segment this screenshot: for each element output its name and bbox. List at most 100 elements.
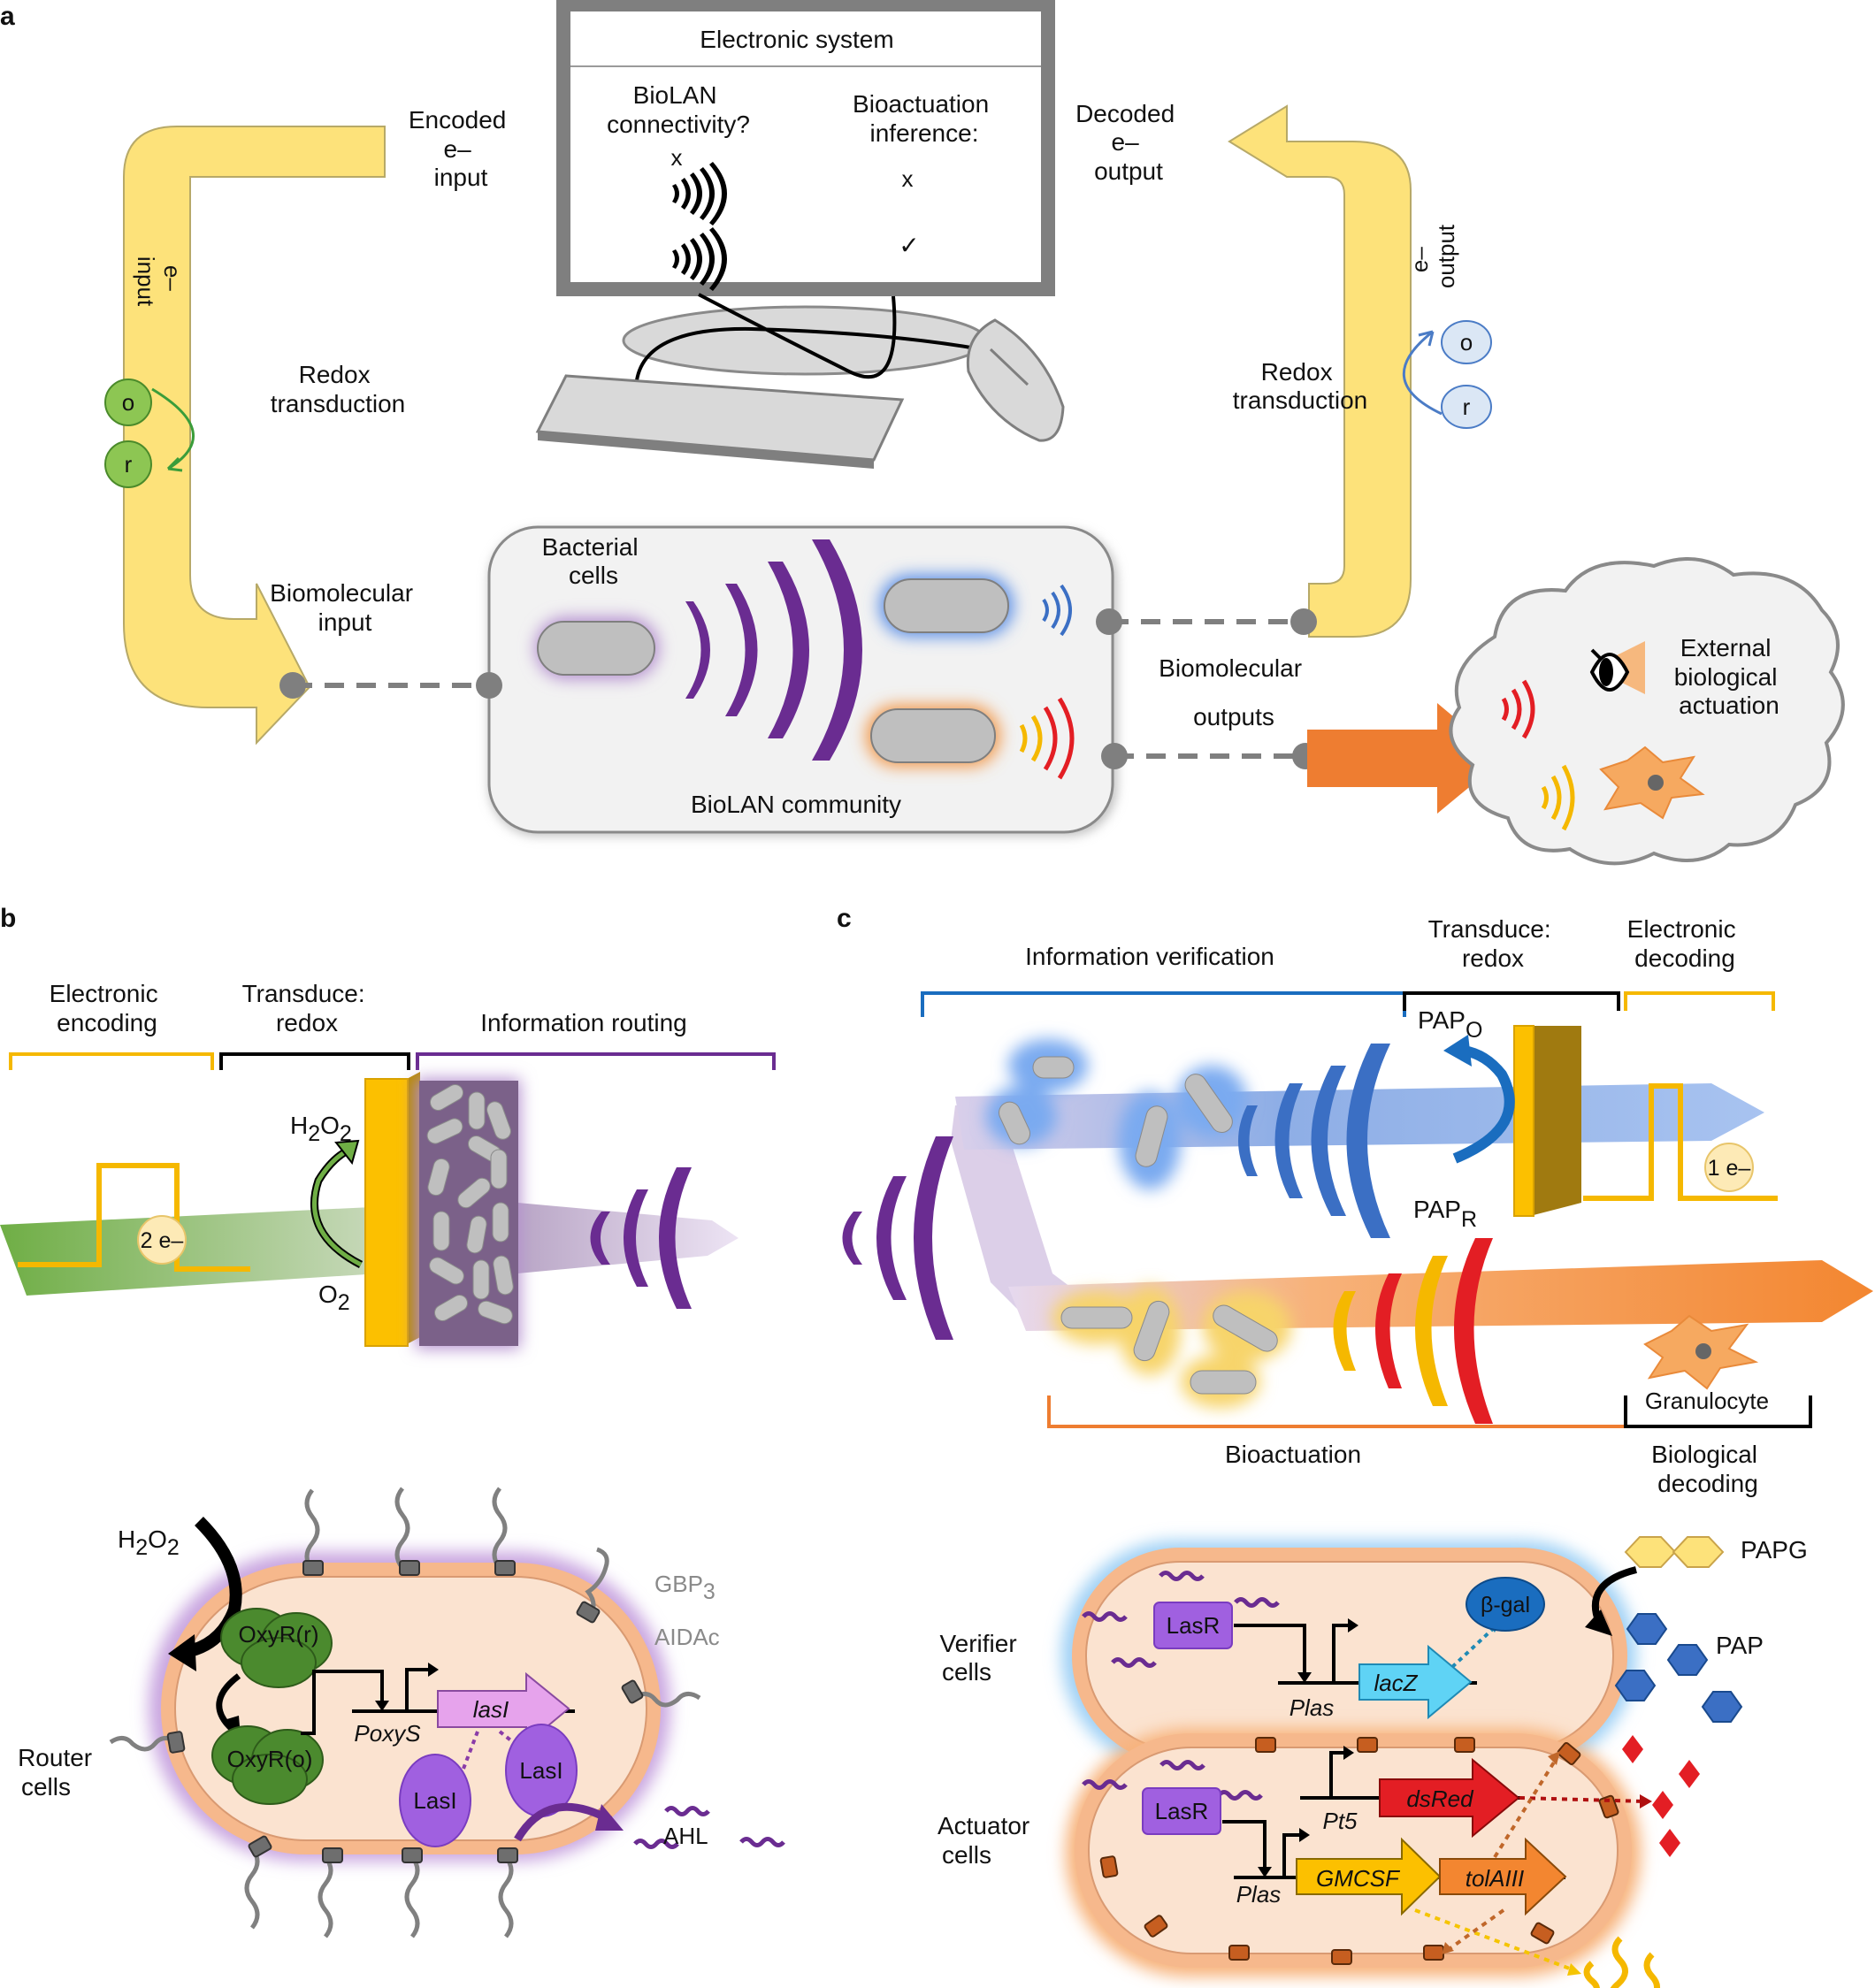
granulocyte-icon-a xyxy=(1599,746,1705,820)
gmcsf-protein xyxy=(1583,1936,1660,1988)
row-check: ✓ xyxy=(899,232,919,259)
plas-label-actuator: Plas xyxy=(1236,1881,1282,1908)
purple-split-beam xyxy=(951,1105,1088,1327)
actuator-cells-top xyxy=(1052,1287,1291,1408)
row-x-left: x xyxy=(671,144,683,171)
papg-molecule xyxy=(1624,1536,1725,1568)
lasi-protein-left xyxy=(399,1754,471,1847)
wireless-icon xyxy=(672,227,727,291)
pap-molecules xyxy=(1614,1613,1743,1723)
tolaiii-export xyxy=(1493,1756,1558,1859)
lasr-box-actuator xyxy=(1142,1787,1221,1835)
redox-transduction-right: Redox transduction xyxy=(1233,358,1368,414)
electronic-decoding-label: Electronic decoding xyxy=(1627,915,1743,972)
e-output-vertical-label: e– output xyxy=(1406,224,1459,288)
pt5-label: Pt5 xyxy=(1322,1808,1358,1834)
purple-signal-waves xyxy=(685,539,862,761)
e-input-arrow xyxy=(123,126,386,746)
lasi-protein-label-right: LasI xyxy=(519,1757,562,1784)
purple-waves-c xyxy=(842,1136,953,1340)
square-pulse-2e xyxy=(18,1163,250,1272)
ahl-label: AHL xyxy=(663,1823,708,1849)
beta-gal-label: β-gal xyxy=(1481,1593,1530,1617)
lasr-label-actuator: LasR xyxy=(1155,1798,1209,1824)
decoded-output-label: Decoded e– output xyxy=(1075,100,1182,185)
dsred-gene xyxy=(1379,1757,1520,1839)
actuator-cells-label: Actuator cells xyxy=(938,1812,1037,1869)
biomolecular-input-label: Biomolecular input xyxy=(270,579,420,636)
keyboard-edge xyxy=(538,432,874,469)
biofilm-cells xyxy=(426,1084,514,1325)
beta-gal-enzyme xyxy=(1466,1577,1545,1632)
biological-decoding-label: Biological decoding xyxy=(1651,1441,1764,1497)
pap-redox-arrow xyxy=(1443,1035,1515,1164)
granulocyte-label: Granulocyte xyxy=(1645,1388,1769,1414)
bracket-verification xyxy=(921,991,1406,1017)
membrane-anchors xyxy=(166,1560,644,1863)
biolan-community-label: BioLAN community xyxy=(691,791,901,818)
tolaiii-gene xyxy=(1439,1837,1567,1916)
h2o2-label-b: H2O2 xyxy=(290,1112,352,1146)
papg-label: PAPG xyxy=(1741,1536,1808,1564)
green-beam xyxy=(0,1207,380,1296)
two-e-label: 2 e– xyxy=(141,1228,184,1253)
oxyr-r-label: OxyR(r) xyxy=(239,1621,319,1648)
bracket-transduce xyxy=(219,1052,410,1070)
mouse-cable xyxy=(635,326,983,381)
lasr-label-verifier: LasR xyxy=(1167,1612,1221,1639)
bracket-decoding xyxy=(1624,991,1775,1011)
gmcsf-gene xyxy=(1296,1837,1442,1916)
router-cell-diagram: GBP3 AIDAc H2O2 OxyR(r) OxyR(o) xyxy=(18,1487,785,1938)
verifier-actuator-diagram: Verifier cells Actuator cells LasR Plas … xyxy=(938,1536,1808,1988)
electrode-b xyxy=(364,1078,409,1347)
redox-r-right: r xyxy=(1463,394,1471,420)
plas-label-verifier: Plas xyxy=(1290,1694,1335,1721)
electron-2e-badge xyxy=(137,1215,187,1265)
information-routing-label: Information routing xyxy=(480,1009,686,1036)
bracket-biological-decoding xyxy=(1624,1395,1812,1428)
panel-c: Information verification Transduce: redo… xyxy=(842,915,1873,1497)
tolaiii-label: tolAIII xyxy=(1466,1865,1524,1892)
h2o2-label-cell: H2O2 xyxy=(118,1525,180,1560)
ahl-molecules xyxy=(633,1806,785,1849)
redox-transduction-left: Redox transduction xyxy=(271,361,406,417)
information-verification-label: Information verification xyxy=(1025,943,1274,970)
ahl-molecules-c xyxy=(1082,1571,1280,1801)
papg-conversion-arrow xyxy=(1585,1566,1638,1636)
electrode-c xyxy=(1513,1025,1534,1217)
granulocyte-icon-c xyxy=(1643,1314,1759,1390)
transduce-redox-label-c: Transduce: redox xyxy=(1428,915,1558,972)
bioactuation-inference-label: Bioactuation inference: xyxy=(853,90,996,147)
bacterial-cell-input xyxy=(537,621,655,676)
o2-label-b: O2 xyxy=(318,1281,350,1315)
one-e-label: 1 e– xyxy=(1708,1156,1751,1181)
cloud-yellow-waves xyxy=(1541,764,1575,831)
blue-signal-waves xyxy=(1042,584,1072,637)
pap-label: PAP xyxy=(1716,1632,1764,1659)
bracket-transduce-c xyxy=(1403,991,1620,1011)
monitor xyxy=(556,0,1055,296)
aidac-label: AIDAc xyxy=(654,1624,720,1650)
bioactuation-label: Bioactuation xyxy=(1225,1441,1361,1468)
panel-label-c: c xyxy=(837,904,852,933)
bacterial-cells-label: Bacterial cells xyxy=(542,533,646,589)
lacz-gene xyxy=(1358,1644,1473,1720)
verifier-cells-top xyxy=(986,1039,1247,1189)
blue-waves-c xyxy=(1238,1044,1390,1238)
poxys-label: PoxyS xyxy=(354,1720,421,1747)
yellow-red-signal-waves xyxy=(1019,697,1075,780)
actuation-cloud xyxy=(1449,557,1845,866)
oxyr-activation-line xyxy=(301,1670,384,1735)
mouse xyxy=(966,318,1065,442)
lasi-protein-label-left: LasI xyxy=(413,1787,456,1814)
electron-1e-badge xyxy=(1704,1143,1754,1192)
surface-proteins xyxy=(109,1487,701,1938)
lacz-expression xyxy=(1450,1625,1496,1669)
dashed-connectors xyxy=(293,619,1309,759)
pap-o-label: PAPO xyxy=(1418,1006,1482,1043)
encoded-input-label: Encoded e– input xyxy=(409,106,513,191)
dsred-label: dsRed xyxy=(1406,1785,1474,1812)
pap-r-label: PAPR xyxy=(1413,1196,1477,1232)
panel-b: Electronic encoding Transduce: redox Inf… xyxy=(0,980,776,1349)
